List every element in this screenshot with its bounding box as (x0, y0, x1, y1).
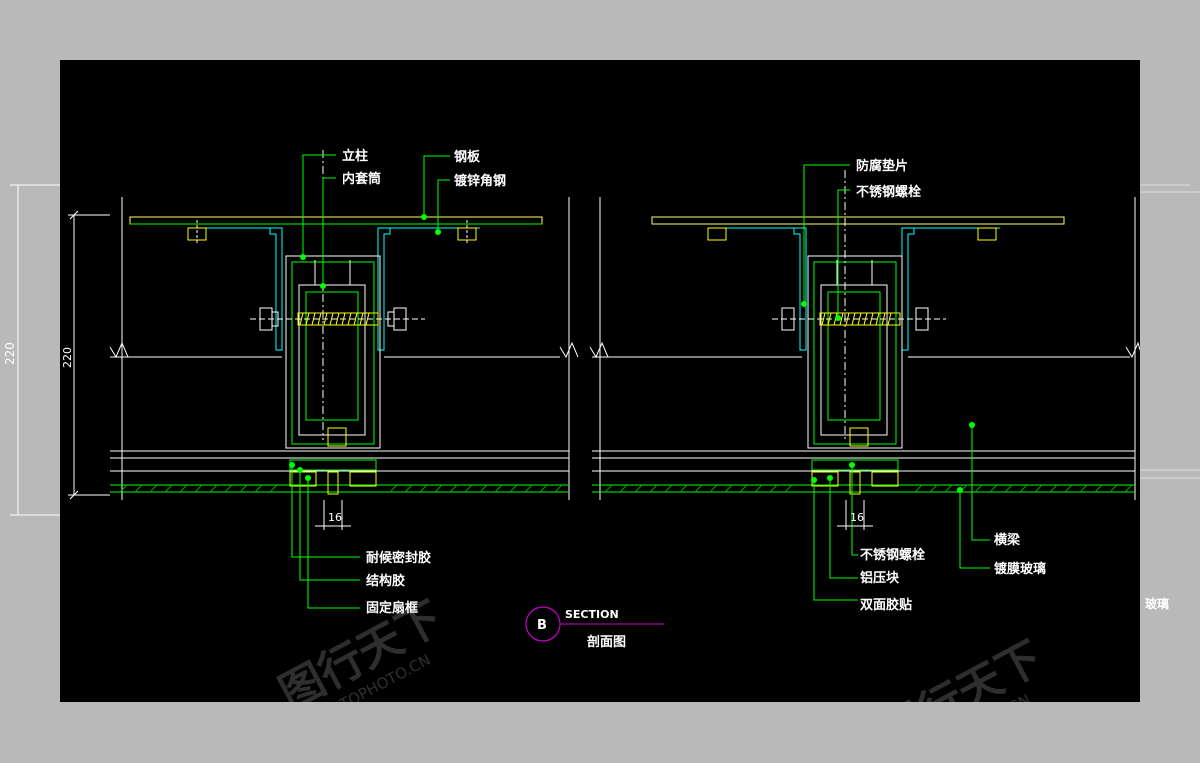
bg-dimension: 220 (3, 342, 17, 365)
label-anticorrosion-pad: 防腐垫片 (856, 158, 908, 174)
label-aluminum-pressure-block: 铝压块 (860, 570, 900, 586)
left-dimension-220: 220 (61, 347, 74, 368)
cad-drawing-canvas: 图行天下 PHOTOPHOTO.CN 图行天下 PHOTOPHOTO.CN 22… (60, 60, 1140, 702)
label-structural-glue: 结构胶 (366, 573, 405, 589)
label-inner-sleeve: 内套筒 (342, 171, 381, 187)
label-column: 立柱 (342, 148, 368, 164)
label-galvanized-angle: 镀锌角钢 (454, 173, 506, 189)
section-tag: B SECTION 剖面图 (525, 606, 664, 650)
label-stainless-bolt-top: 不锈钢螺栓 (856, 184, 921, 200)
left-section-detail: 220 (61, 148, 579, 616)
section-letter: B (537, 618, 547, 633)
right-section-detail: 16 防腐垫片 不锈钢螺栓 不锈钢螺栓 铝压块 双面胶贴 横梁 镀膜玻璃 (589, 158, 1140, 613)
label-stainless-bolt-bottom: 不锈钢螺栓 (860, 547, 925, 563)
label-steel-plate: 钢板 (454, 149, 481, 165)
right-dimension-16: 16 (850, 511, 864, 524)
section-subtitle: 剖面图 (587, 634, 626, 650)
label-crossbeam: 横梁 (994, 532, 1021, 548)
label-double-sided-tape: 双面胶贴 (860, 597, 912, 613)
section-title: SECTION (565, 608, 619, 621)
label-weather-sealant: 耐候密封胶 (366, 550, 431, 566)
bg-partial-label: 玻璃 (1145, 596, 1169, 611)
watermark-right: 图行天下 PHOTOPHOTO.CN (871, 632, 1050, 702)
label-coated-glass: 镀膜玻璃 (994, 561, 1046, 577)
left-dimension-16: 16 (328, 511, 342, 524)
watermark-left: 图行天下 PHOTOPHOTO.CN (271, 592, 450, 702)
label-fixed-frame: 固定扇框 (366, 600, 418, 616)
